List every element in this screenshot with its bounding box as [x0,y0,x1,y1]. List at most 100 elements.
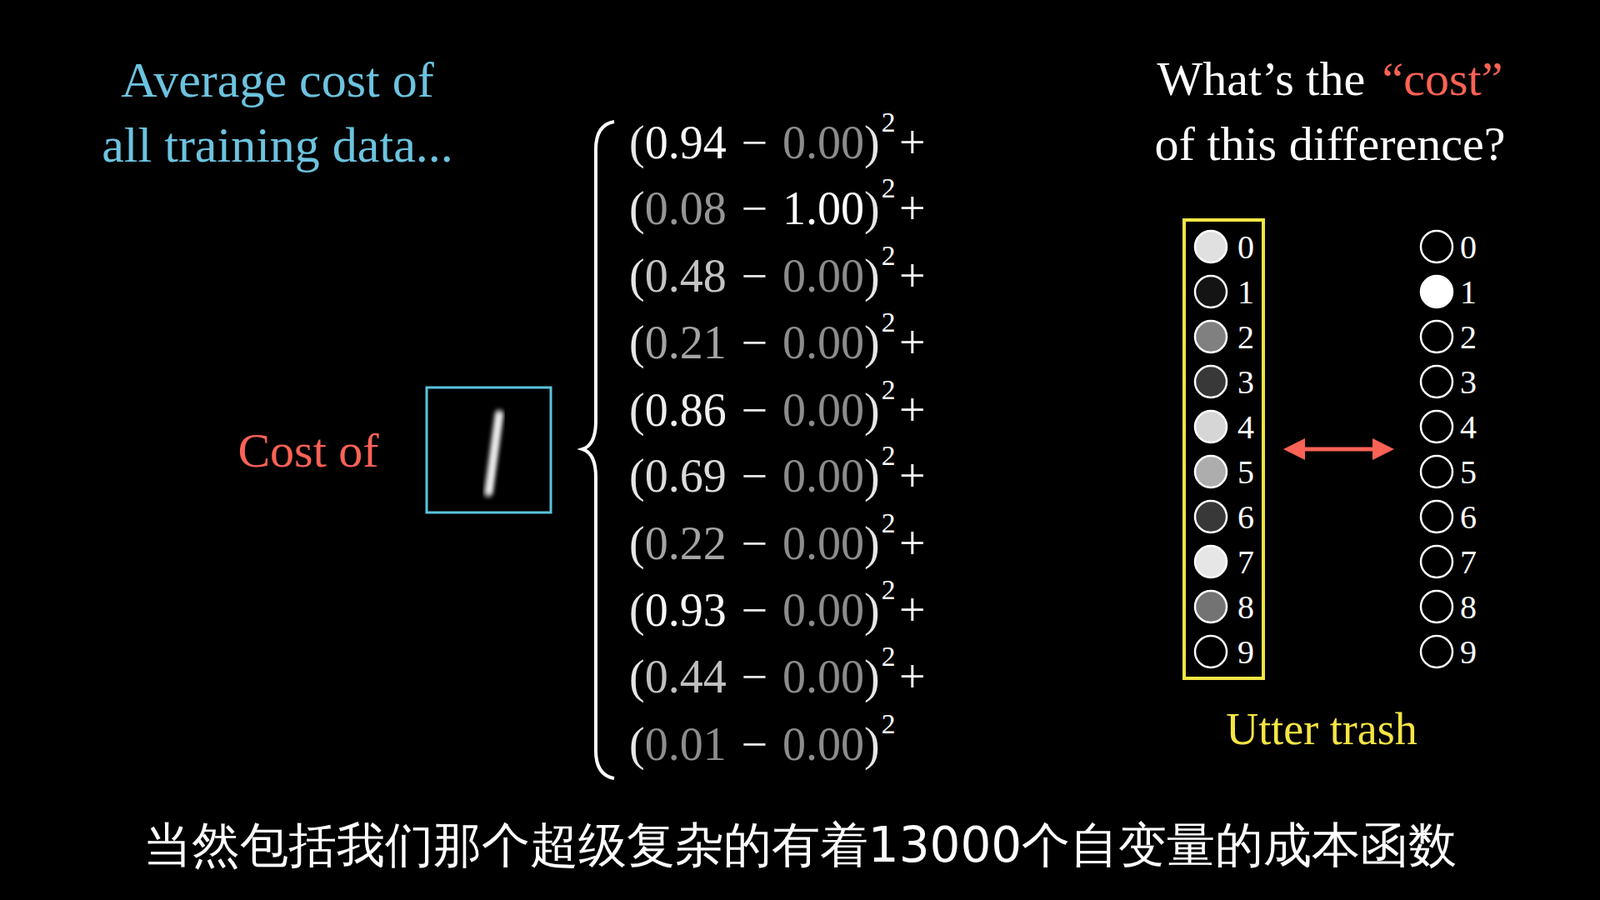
equation-paren: ) [864,516,880,570]
double-arrow [1283,438,1395,460]
neuron-circle [1195,590,1227,623]
equation-value: 0.00 [782,516,865,570]
neuron-circle [1195,320,1227,353]
neuron-circle [1195,275,1227,308]
equation-paren: ( [629,383,645,437]
equation-paren: ) [864,449,880,503]
equation-plus: + [899,650,926,704]
equation-value: 1.00 [782,181,865,235]
cost-term: (0.21−0.00)2+ [629,315,926,383]
equation-minus: − [741,181,769,235]
equation-paren: ( [629,249,645,303]
equation-sup: 2 [881,440,896,472]
neuron-digit: 3 [1460,362,1477,402]
cost-term: (0.44−0.00)2+ [629,650,926,717]
equation-plus: + [899,315,926,370]
neuron-digit: 6 [1460,497,1477,537]
equation-plus: + [899,249,926,303]
equation-paren: ( [629,315,645,370]
neuron-digit: 8 [1237,587,1255,627]
neuron-digit: 6 [1237,497,1255,537]
equation-paren: ( [629,516,645,570]
cost-term: (0.22−0.00)2+ [629,516,926,584]
cost-term: (0.08−1.00)2+ [629,181,926,249]
box-heading: Utter trash [1225,703,1417,755]
equation-paren: ) [864,181,880,235]
neuron-digit: 1 [1460,272,1477,312]
subtitle-caption: 当然包括我们那个超级复杂的有着13000个自变量的成本函数 [0,813,1600,879]
equation-value: 0.94 [645,115,727,170]
cost-term: (0.86−0.00)2+ [629,383,926,450]
equation-sup: 2 [881,374,896,406]
cost-label: Cost of [237,422,379,479]
equation-value: 0.00 [782,449,865,503]
heading-text: What’s the [1157,50,1366,107]
equation-paren: ) [864,583,880,637]
neuron-circle [1195,635,1227,668]
equation-minus: − [741,717,769,771]
output-layer-box: 0123456789Utter trash [1182,218,1265,680]
curly-brace [582,121,615,779]
equation-value: 0.00 [782,717,865,771]
equation-value: 0.00 [782,583,865,637]
equation-plus: + [899,516,926,570]
neuron-circle [1195,410,1227,443]
equation-paren: ( [629,181,645,235]
neuron-digit: 7 [1460,542,1477,582]
equation-sup: 2 [881,640,896,673]
equation-value: 0.69 [645,449,727,503]
equation-paren: ( [629,650,645,704]
handwritten-digit [488,414,500,493]
equation-plus: + [899,449,926,503]
equation-paren: ( [629,115,645,170]
neuron-digit: 0 [1460,227,1477,267]
equation-value: 0.44 [645,650,727,704]
neuron-digit: 9 [1460,632,1477,672]
neuron-digit: 3 [1237,362,1255,402]
equation-plus: + [899,383,926,437]
equation-minus: − [741,383,769,437]
equation-minus: − [741,516,769,570]
neuron-digit: 1 [1237,272,1255,312]
equation-value: 0.01 [645,717,727,771]
neuron-digit: 2 [1237,317,1255,357]
equation-value: 0.00 [782,249,865,303]
cost-term: (0.48−0.00)2+ [629,249,926,316]
equation-paren: ( [629,717,645,771]
neuron-digit: 4 [1237,407,1255,447]
equation-minus: − [741,449,769,503]
equation-paren: ) [864,650,880,704]
target-neurons [1420,230,1453,668]
equation-sup: 2 [881,708,896,740]
equation-minus: − [741,115,769,170]
cost-term: (0.69−0.00)2+ [629,449,926,516]
neuron-circle [1195,500,1227,533]
equation-paren: ) [864,249,880,303]
equation-value: 0.93 [645,583,727,637]
equation-paren: ) [864,315,880,370]
equation-paren: ( [629,449,645,503]
equation-minus: − [741,315,769,370]
heading-text: Average cost of all training data... [95,47,460,178]
equation-sup: 2 [881,574,896,606]
equation-sup: 2 [881,172,896,205]
equation-value: 0.00 [782,315,865,370]
input-image-frame [426,387,551,513]
equation-value: 0.21 [645,315,727,370]
equation-paren: ( [629,583,645,637]
equation-minus: − [741,249,769,303]
neuron-digit: 9 [1237,632,1255,672]
equation-sup: 2 [881,106,896,139]
neuron-digit: 7 [1237,542,1255,582]
neuron-circle [1195,545,1227,578]
neuron-digit: 8 [1460,587,1477,627]
neuron-digit: 2 [1460,317,1477,357]
equation-plus: + [899,115,926,170]
heading-text: of this difference? [1155,115,1506,172]
neuron-circle [1195,230,1227,263]
equation-value: 0.22 [645,516,727,570]
equation-plus: + [899,181,926,235]
neuron-circle [1195,455,1227,488]
cost-term: (0.94−0.00)2+ [629,115,926,183]
heading-line: What’s the“cost” [1157,50,1504,107]
